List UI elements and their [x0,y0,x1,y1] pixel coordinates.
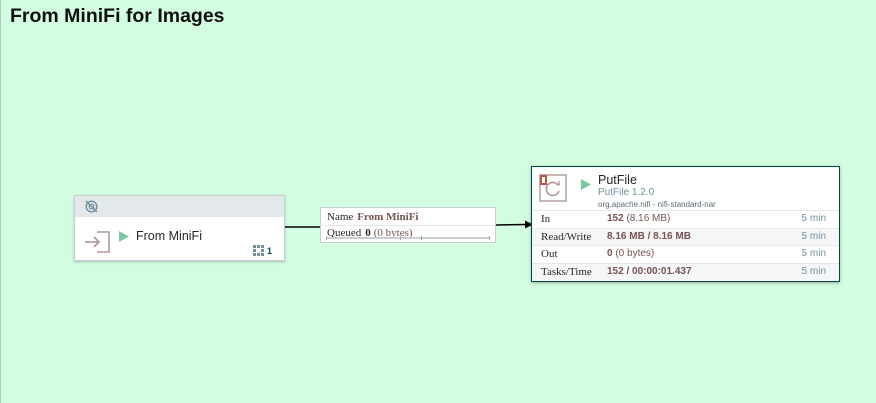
stat-time: 5 min [801,248,826,259]
process-group-title: From MiniFi for Images [10,5,225,27]
queued-size: (0 bytes) [373,227,413,239]
play-icon [581,179,591,190]
stat-label: In [541,213,551,225]
stat-time: 5 min [801,213,826,224]
remote-count-value: 1 [266,245,272,256]
processor-putfile[interactable]: PutFile PutFile 1.2.0 org.apache.nifi - … [531,166,840,282]
processor-stats: In 152 (8.16 MB) 5 min Read/Write 8.16 M… [532,210,839,280]
stat-time: 5 min [801,230,826,242]
queued-label: Queued [327,227,362,239]
processor-bundle: org.apache.nifi - nifi-standard-nar [598,200,716,209]
stat-value: 152 (8.16 MB) [607,213,671,224]
stat-label: Read/Write [541,230,592,243]
input-port-icon [85,231,110,253]
play-icon [119,231,129,242]
stat-value: 0 (0 bytes) [607,248,655,259]
processor-name: PutFile [598,173,637,187]
input-port-name: From MiniFi [136,229,202,243]
stat-row-out: Out 0 (0 bytes) 5 min [532,245,839,263]
divider [321,225,495,226]
stat-row-tasks-time: Tasks/Time 152 / 00:00:01.437 5 min [532,262,839,280]
remote-transmitting-count: 1 [252,245,272,256]
input-port[interactable]: From MiniFi 1 [74,195,285,261]
queue-progress-bar [326,236,490,240]
stat-row-read-write: Read/Write 8.16 MB / 8.16 MB 5 min [532,227,839,245]
stat-row-in: In 152 (8.16 MB) 5 min [532,210,839,228]
stat-label: Tasks/Time [541,265,592,278]
port-header [75,196,284,217]
stat-value: 8.16 MB / 8.16 MB [607,230,691,242]
queued-count: 0 [365,227,371,239]
processor-icon [539,174,567,202]
stat-value: 152 / 00:00:01.437 [607,265,692,277]
connection-name-label: Name [327,211,354,223]
canvas-edge [0,0,1,403]
transmission-disabled-icon [85,200,98,213]
processor-type: PutFile 1.2.0 [598,187,655,198]
stat-label: Out [541,248,558,260]
connection-name-value: From MiniFi [357,211,419,223]
remote-ports-icon [252,245,264,256]
stat-time: 5 min [801,265,826,277]
